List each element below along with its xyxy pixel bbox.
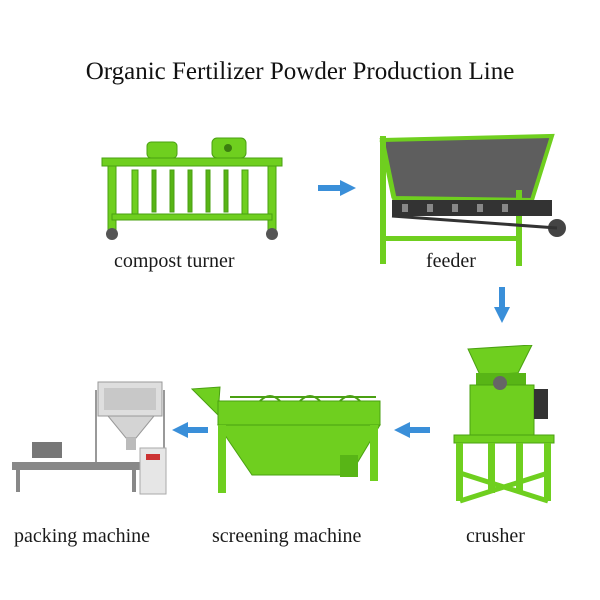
arrow-left-icon: [172, 422, 208, 438]
arrow-left-icon: [394, 422, 430, 438]
compost-turner-image: [101, 137, 283, 240]
crusher-label: crusher: [466, 525, 525, 547]
arrow-right-icon: [318, 180, 356, 196]
diagram-title: Organic Fertilizer Powder Production Lin…: [85, 58, 515, 85]
screening-machine-image: [190, 386, 381, 493]
crusher-image: [453, 345, 555, 504]
packing-machine-label: packing machine: [14, 525, 151, 547]
arrow-down-icon: [494, 287, 510, 323]
compost-turner-label: compost turner: [114, 250, 235, 272]
feeder-image: [379, 133, 566, 266]
screening-machine-label: screening machine: [212, 525, 362, 547]
feeder-label: feeder: [426, 250, 476, 272]
packing-machine-image: [12, 381, 167, 495]
